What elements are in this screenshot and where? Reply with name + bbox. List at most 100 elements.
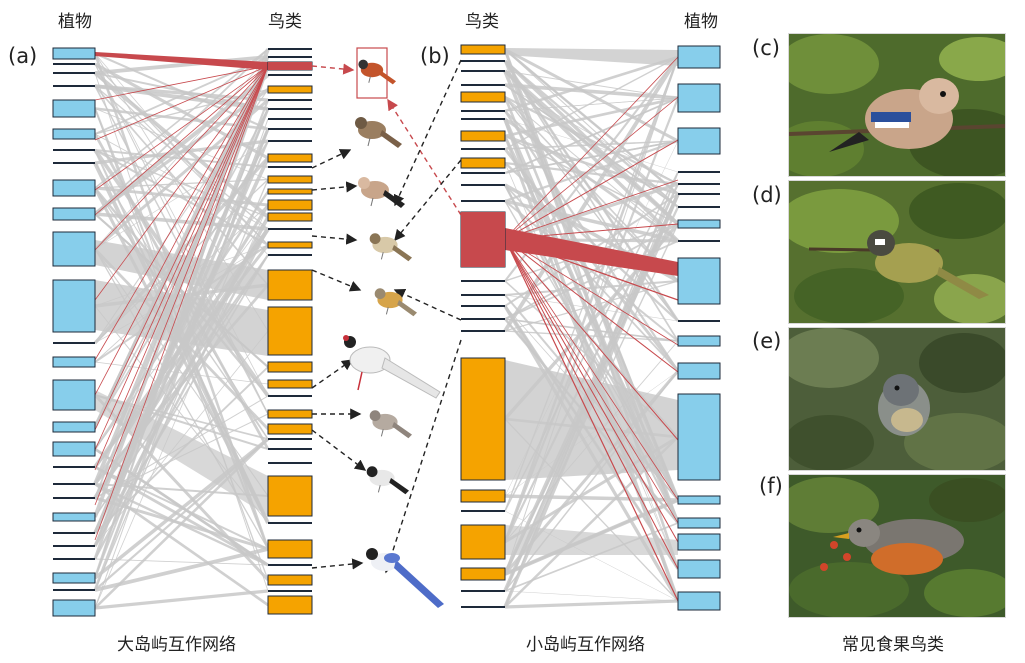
- plant-a-node: [52, 47, 96, 60]
- small-link: [504, 140, 679, 174]
- jay-photo-art: [789, 34, 1005, 176]
- arrow-b-jay: [393, 59, 462, 207]
- small-highlight-link: [504, 238, 679, 543]
- bird-a-node: [268, 590, 312, 592]
- small-highlight-link: [504, 238, 679, 602]
- bird-b-node: [461, 110, 505, 112]
- bird-b-node: [460, 357, 506, 481]
- plant-b-node: [678, 171, 720, 173]
- plant-a-node: [53, 72, 95, 74]
- bird-b-node: [461, 172, 505, 174]
- thrush-illustration: [369, 233, 412, 262]
- plant-a-node: [52, 379, 96, 411]
- bird-a-node: [267, 475, 313, 517]
- bird-a-node: [268, 522, 312, 524]
- small-highlight-link: [504, 238, 679, 570]
- jay-photo: [788, 33, 1006, 177]
- small-link: [504, 279, 679, 297]
- fulvetta-photo-art: [789, 328, 1005, 470]
- big-link: [94, 88, 269, 216]
- caption-big-island: 大岛屿互作网络: [117, 635, 236, 655]
- small-link: [504, 161, 679, 186]
- big-highlight-link: [94, 65, 269, 541]
- bird-b-node: [460, 567, 506, 581]
- dove-illustration: [369, 410, 412, 439]
- big-link: [94, 118, 269, 609]
- plant-b-node: [677, 257, 721, 305]
- plant-b-node: [677, 393, 721, 481]
- small-link: [504, 182, 679, 242]
- header-plants-a: 植物: [58, 12, 92, 32]
- panel-label-d: (d): [752, 183, 782, 207]
- big-wedge: [95, 240, 268, 300]
- bird-b-node: [461, 606, 505, 608]
- bird-a-node: [267, 423, 313, 435]
- plant-b-node: [678, 193, 720, 195]
- big-highlight-link: [94, 65, 269, 251]
- bird-b-node: [460, 157, 506, 169]
- small-link: [504, 494, 679, 502]
- arrow-jay: [311, 181, 358, 193]
- bird-a-node: [268, 166, 312, 168]
- plant-a-node: [53, 342, 95, 344]
- big-highlight-link: [94, 65, 269, 361]
- bird-a-node: [267, 241, 313, 249]
- links-small-island: [503, 48, 680, 609]
- bird-b-node: [461, 60, 505, 62]
- small-highlight-wedge: [505, 228, 678, 276]
- big-highlight-wedge: [95, 52, 268, 70]
- arrow-redstart-b: [387, 98, 462, 216]
- small-link: [504, 84, 679, 208]
- plant-b-node: [677, 219, 721, 229]
- arrow-blue-magpie: [311, 558, 364, 570]
- blue-magpie-illustration: [366, 548, 444, 608]
- arrow-b-blue-magpie: [383, 339, 462, 574]
- plant-a-node: [52, 356, 96, 368]
- bird-a-node: [268, 108, 312, 110]
- plant-a-node: [52, 231, 96, 267]
- big-link: [94, 56, 269, 135]
- panel-label-b: (b): [420, 44, 450, 68]
- links-big-island: [93, 48, 270, 610]
- bird-a-node: [267, 199, 313, 211]
- arrow-babbler: [311, 269, 362, 292]
- big-link: [94, 72, 269, 110]
- bird-a-node: [267, 212, 313, 222]
- arrow-redstart-a: [311, 63, 355, 75]
- bird-a-node: [267, 361, 313, 373]
- plant-a-node: [52, 512, 96, 522]
- small-highlight-link: [504, 56, 679, 240]
- silver-pheasant-illustration: [343, 335, 441, 399]
- big-link: [93, 73, 270, 216]
- big-highlight-link: [94, 65, 269, 216]
- small-highlight-link: [504, 179, 679, 240]
- small-link: [504, 223, 679, 320]
- bird-b-node: [461, 184, 505, 186]
- bird-b-node: [461, 70, 505, 72]
- bird-b-node: [461, 305, 505, 307]
- small-highlight-link: [504, 238, 679, 441]
- arrow-b-thrush: [394, 159, 462, 242]
- bird-a-node: [267, 409, 313, 419]
- small-link: [504, 134, 679, 196]
- bird-a-node: [268, 56, 312, 58]
- arrow-magpie-robin: [311, 429, 367, 471]
- small-highlight-link: [504, 238, 679, 501]
- big-link: [94, 48, 269, 215]
- bird-a-node: [268, 99, 312, 101]
- jay-illustration: [358, 177, 405, 208]
- arrows: [311, 59, 462, 574]
- bird-a-node: [268, 140, 312, 142]
- plant-a-node: [53, 545, 95, 547]
- magpie-robin-illustration: [366, 466, 409, 495]
- small-link: [504, 599, 679, 609]
- bird-b-node: [461, 200, 505, 202]
- big-link: [93, 128, 270, 591]
- bird-a-node: [267, 175, 313, 184]
- small-highlight-link: [504, 139, 679, 240]
- bird-a-node: [267, 188, 313, 195]
- bird-b-node: [460, 524, 506, 560]
- bird-a-node: [267, 269, 313, 301]
- plant-a-node: [53, 589, 95, 591]
- big-link: [94, 179, 269, 591]
